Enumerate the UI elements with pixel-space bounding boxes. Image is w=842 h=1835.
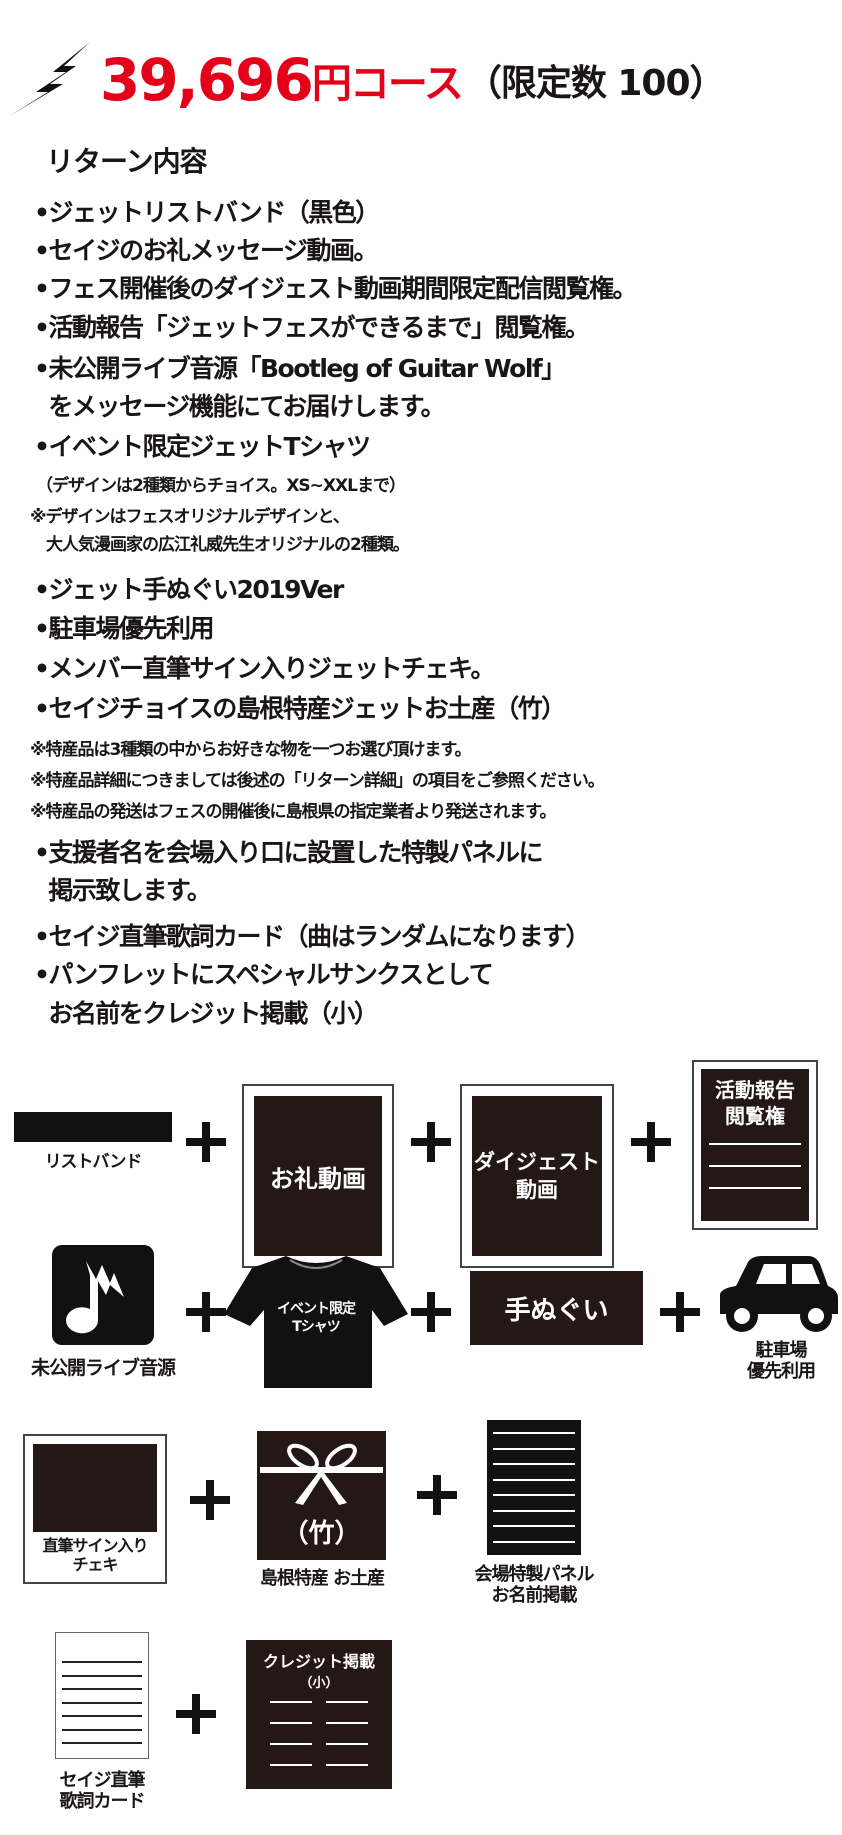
- note: （デザインは2種類からチョイス。XS~XXLまで）: [36, 476, 406, 496]
- cheki-label-line: 直筆サイン入り: [42, 1536, 148, 1555]
- plus-icon: [411, 1292, 451, 1332]
- gift-label: 島根特産 お土産: [259, 1568, 385, 1589]
- panel-label: 会場特製パネルお名前掲載: [444, 1564, 624, 1606]
- parking-label-line: 優先利用: [747, 1361, 816, 1382]
- return-item: 掲示致します。: [34, 876, 212, 905]
- plus-icon: [660, 1292, 700, 1332]
- return-item: •パンフレットにスペシャルサンクスとして: [34, 960, 494, 989]
- panel-label-line: お名前掲載: [491, 1585, 578, 1606]
- course-title: 39,696 円コース （限定数 100）: [96, 40, 726, 120]
- lightning-icon: [8, 42, 90, 117]
- plus-icon: [411, 1122, 451, 1162]
- course-limit: （限定数 100）: [465, 63, 726, 104]
- plus-icon: [631, 1122, 671, 1162]
- cheki-icon: 直筆サイン入りチェキ: [23, 1434, 167, 1584]
- lyrics-label-line: 歌詞カード: [59, 1791, 146, 1812]
- tshirt-label: イベント限定 Tシャツ: [256, 1300, 376, 1336]
- tenugui-icon: 手ぬぐい: [470, 1271, 643, 1345]
- car-icon: [720, 1256, 838, 1332]
- return-item: •駐車場優先利用: [34, 614, 214, 643]
- note: ※特産品の発送はフェスの開催後に島根県の指定業者より発送されます。: [30, 802, 556, 822]
- lyrics-label: セイジ直筆歌詞カード: [40, 1770, 164, 1812]
- return-item: •支援者名を会場入り口に設置した特製パネルに: [34, 838, 543, 867]
- report-icon: 活動報告閲覧権: [692, 1060, 818, 1230]
- thanks-video-label: お礼動画: [254, 1096, 382, 1256]
- return-item: •フェス開催後のダイジェスト動画期間限定配信閲覧権。: [34, 274, 637, 303]
- return-item: •イベント限定ジェットTシャツ: [34, 432, 371, 461]
- return-item: •セイジ直筆歌詞カード（曲はランダムになります）: [34, 922, 590, 951]
- tshirt-icon: [224, 1256, 408, 1388]
- digest-label: 動画: [516, 1178, 558, 1202]
- digest-label: ダイジェスト: [474, 1150, 600, 1174]
- return-item: •ジェット手ぬぐい2019Ver: [34, 575, 344, 604]
- note: 大人気漫画家の広江礼威先生オリジナルの2種類。: [30, 535, 410, 555]
- tenugui-label: 手ぬぐい: [504, 1295, 609, 1326]
- return-item: •未公開ライブ音源「Bootleg of Guitar Wolf」: [34, 354, 566, 383]
- parking-label-line: 駐車場: [755, 1340, 808, 1361]
- tshirt-label-line: Tシャツ: [292, 1319, 341, 1335]
- return-item: •活動報告「ジェットフェスができるまで」閲覧権。: [34, 313, 590, 342]
- report-label: 活動報告: [715, 1078, 795, 1102]
- ribbon-icon: [260, 1443, 383, 1505]
- music-note-icon: [52, 1245, 154, 1345]
- lyrics-label-line: セイジ直筆: [59, 1770, 146, 1791]
- note: ※特産品詳細につきましては後述の「リターン詳細」の項目をご参照ください。: [30, 771, 605, 791]
- panel-icon: [487, 1420, 581, 1555]
- report-label: 閲覧権: [725, 1104, 785, 1128]
- return-item: •セイジのお礼メッセージ動画。: [34, 236, 378, 265]
- wristband-label: リストバンド: [44, 1152, 143, 1172]
- plus-icon: [176, 1694, 216, 1734]
- cheki-label: 直筆サイン入りチェキ: [33, 1536, 157, 1574]
- credit-label: クレジット掲載: [262, 1652, 375, 1671]
- plus-icon: [190, 1480, 230, 1520]
- return-item: •セイジチョイスの島根特産ジェットお土産（竹）: [34, 694, 566, 723]
- course-price: 39,696: [100, 46, 314, 114]
- wristband-icon: [14, 1112, 172, 1142]
- note: ※特産品は3種類の中からお好きな物を一つお選び頂けます。: [30, 740, 472, 760]
- gift-icon: （竹）: [257, 1431, 386, 1560]
- digest-video-icon: ダイジェスト動画: [460, 1084, 614, 1268]
- thanks-video-icon: お礼動画: [242, 1084, 394, 1268]
- credit-label: （小）: [299, 1676, 339, 1691]
- course-label: 円コース: [311, 61, 464, 107]
- return-item: •メンバー直筆サイン入りジェットチェキ。: [34, 654, 495, 683]
- parking-label: 駐車場優先利用: [722, 1340, 840, 1382]
- panel-label-line: 会場特製パネル: [474, 1564, 595, 1585]
- cheki-label-line: チェキ: [72, 1555, 118, 1574]
- plus-icon: [186, 1292, 226, 1332]
- gift-mark: （竹）: [282, 1519, 361, 1549]
- plus-icon: [417, 1475, 457, 1515]
- audio-label: 未公開ライブ音源: [30, 1357, 176, 1379]
- return-item: •ジェットリストバンド（黒色）: [34, 198, 380, 227]
- section-title: リターン内容: [46, 145, 208, 178]
- return-item: お名前をクレジット掲載（小）: [34, 999, 379, 1028]
- lyrics-card-icon: [55, 1632, 149, 1759]
- plus-icon: [186, 1122, 226, 1162]
- return-item: をメッセージ機能にてお届けします。: [34, 392, 445, 421]
- note: ※デザインはフェスオリジナルデザインと、: [30, 507, 350, 527]
- credit-icon: クレジット掲載 （小）: [246, 1640, 392, 1789]
- tshirt-label-line: イベント限定: [277, 1301, 356, 1317]
